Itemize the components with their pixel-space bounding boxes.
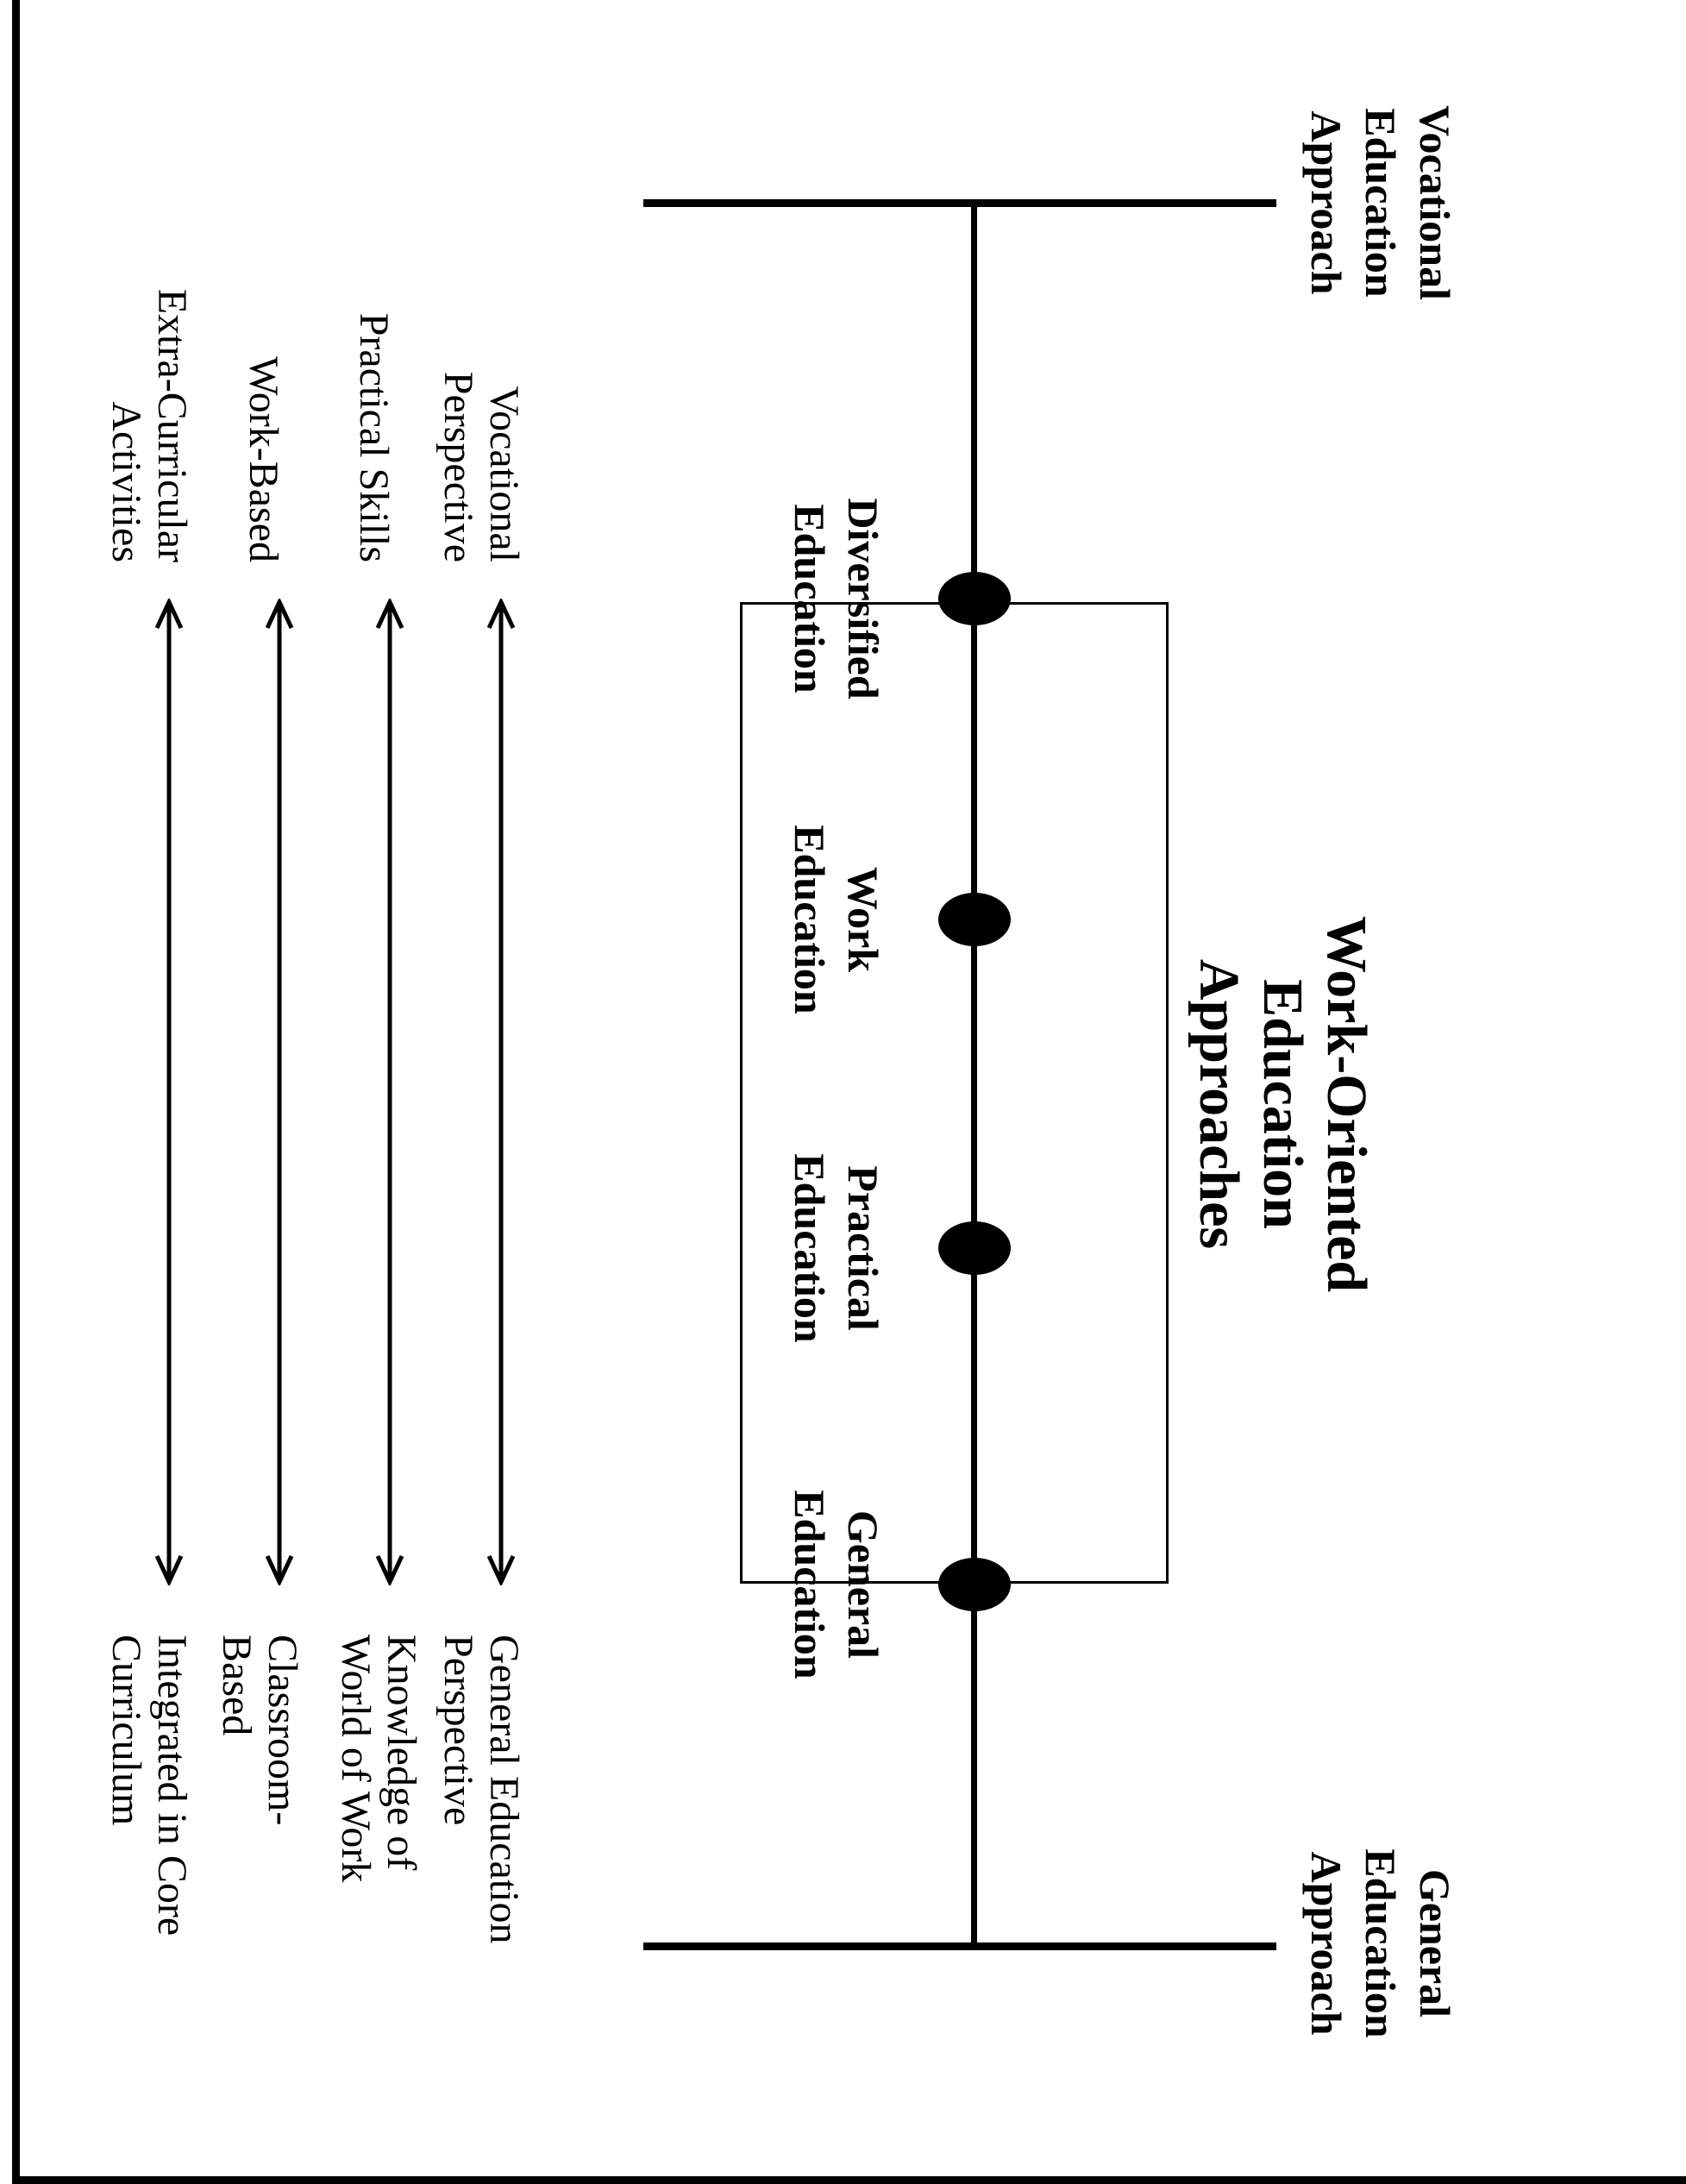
dim-right-knowledge-of-work: Knowledge of World of Work: [333, 1635, 424, 2169]
label-line: Knowledge of: [379, 1635, 424, 1871]
label-line: Education: [786, 1490, 834, 1679]
spectrum-dot-practical: [938, 1221, 1011, 1275]
label-line: Curriculum: [103, 1635, 149, 1826]
label-line: Work: [839, 866, 887, 973]
title-line: Approaches: [1188, 958, 1250, 1250]
label-line: Classroom-: [260, 1635, 305, 1826]
label-line: Approach: [1302, 110, 1351, 295]
spectrum-right-end-tick: [643, 1942, 1276, 1950]
label-line: Education: [1357, 108, 1405, 298]
title-line: Work-Oriented: [1315, 915, 1378, 1293]
spectrum-dot-work: [938, 893, 1011, 946]
dim-left-practical-skills: Practical Skills: [351, 28, 397, 562]
spectrum-left-end-tick: [643, 199, 1276, 207]
label-line: Approach: [1302, 1851, 1351, 2036]
label-line: General: [1411, 1868, 1459, 2018]
label-line: Vocational: [481, 386, 527, 562]
dim-left-work-based: Work-Based: [241, 28, 286, 562]
spectrum-dot-diversified: [938, 572, 1011, 625]
double-arrow-setting: [265, 599, 294, 1585]
label-line: Education: [1357, 1848, 1405, 2038]
spectrum-label-work: Work Education: [783, 781, 890, 1057]
dim-left-extra-curricular: Extra-Curricular Activities: [103, 28, 195, 562]
diagram-title: Work-Oriented Education Approaches: [1187, 880, 1378, 1328]
label-line: Diversified: [839, 498, 887, 700]
spectrum-dot-general: [938, 1558, 1011, 1611]
spectrum-label-practical: Practical Education: [783, 1110, 890, 1386]
label-line: General Education: [481, 1635, 527, 1944]
label-line: Work-Based: [241, 356, 286, 562]
dim-left-vocational-perspective: Vocational Perspective: [436, 28, 527, 562]
approaches-box: [740, 602, 1169, 1584]
label-line: Practical: [839, 1165, 887, 1331]
label-line: Perspective: [436, 371, 481, 562]
spectrum-label-general: General Education: [783, 1447, 890, 1723]
label-line: World of Work: [333, 1635, 379, 1883]
double-arrow-skills: [375, 599, 404, 1585]
dim-right-general-perspective: General Education Perspective: [436, 1635, 527, 2169]
page-border-left: [12, 0, 20, 2184]
general-approach-label: General Education Approach: [1299, 1771, 1462, 2116]
label-line: Based: [214, 1635, 260, 1736]
label-line: Activities: [103, 401, 149, 562]
label-line: General: [839, 1509, 887, 1660]
page-border-bottom: [12, 2176, 1686, 2184]
double-arrow-perspective: [486, 599, 516, 1585]
label-line: Perspective: [436, 1635, 481, 1826]
label-line: Education: [786, 1153, 834, 1343]
title-line: Education: [1251, 979, 1314, 1229]
label-line: Education: [786, 825, 834, 1014]
label-line: Vocational: [1411, 105, 1459, 300]
spectrum-label-diversified: Diversified Education: [783, 461, 890, 737]
double-arrow-curriculum: [154, 599, 184, 1585]
vocational-approach-label: Vocational Education Approach: [1299, 30, 1462, 375]
label-line: Integrated in Core: [149, 1635, 195, 1936]
dim-right-classroom-based: Classroom- Based: [214, 1635, 305, 2169]
label-line: Education: [786, 504, 834, 693]
dim-right-integrated-core: Integrated in Core Curriculum: [103, 1635, 195, 2169]
label-line: Practical Skills: [351, 312, 397, 562]
label-line: Extra-Curricular: [149, 288, 195, 562]
